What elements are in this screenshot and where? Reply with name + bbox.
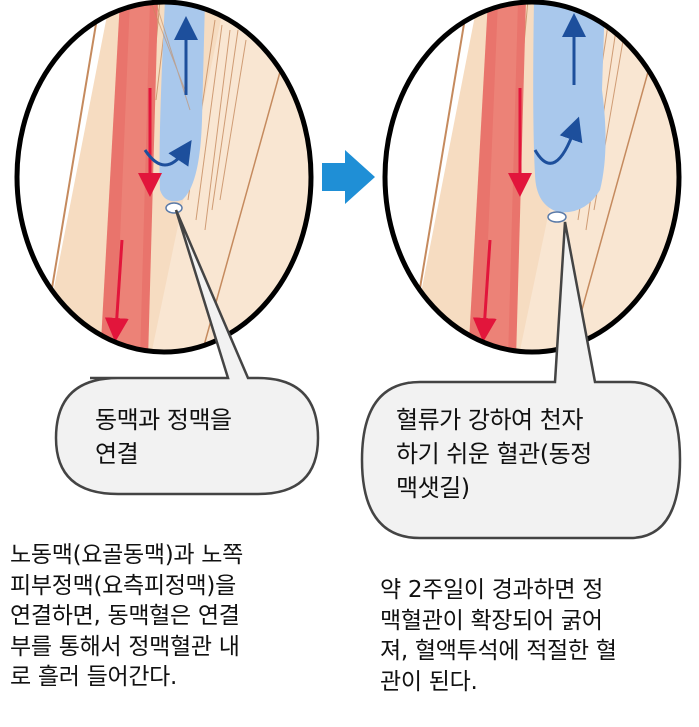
right-circle-after [382, 0, 682, 355]
anastomosis [165, 202, 183, 214]
left-circle-before [14, 0, 314, 355]
caption-line: 로 흘러 들어간다. [10, 664, 178, 690]
caption-line: 연결하면, 동맥혈은 연결 [10, 603, 240, 629]
caption-line: 맥혈관이 확장되어 굵어 [380, 607, 603, 634]
callout-line: 혈류가 강하여 천자 [396, 406, 583, 434]
caption-line: 약 2주일이 경과하면 정 [380, 577, 604, 603]
callout-line: 동맥과 정맥을 [95, 406, 232, 434]
caption-line: 져, 혈액투석에 적절한 혈 [380, 638, 617, 664]
right-callout-bubble [360, 221, 682, 540]
caption-line: 노동맥(요골동맥)과 노쪽 [10, 542, 243, 568]
blue-arrow [143, 140, 192, 167]
caption-line: 부를 통해서 정맥혈관 내 [10, 633, 240, 660]
anastomosis [547, 211, 567, 223]
dilated-vein [533, 2, 606, 213]
callout-line: 연결 [95, 440, 139, 468]
callout-line: 하기 쉬운 혈관(동정 [396, 440, 592, 468]
left-callout-bubble [54, 209, 320, 496]
right-callout-text: 혈류가 강하여 천자 하기 쉬운 혈관(동정 맥샛길) [396, 403, 592, 505]
caption-line: 피부정맥(요측피정맥)을 [10, 572, 236, 599]
left-callout-text: 동맥과 정맥을 연결 [95, 403, 232, 471]
caption-line: 관이 된다. [380, 668, 478, 695]
callout-line: 맥샛길) [396, 474, 470, 502]
left-caption: 노동맥(요골동맥)과 노쪽 피부정맥(요측피정맥)을 연결하면, 동맥혈은 연결… [10, 540, 243, 693]
red-arrow [104, 239, 129, 342]
right-caption: 약 2주일이 경과하면 정 맥혈관이 확장되어 굵어 져, 혈액투석에 적절한 … [380, 575, 617, 697]
transition-arrow-icon [322, 150, 375, 204]
